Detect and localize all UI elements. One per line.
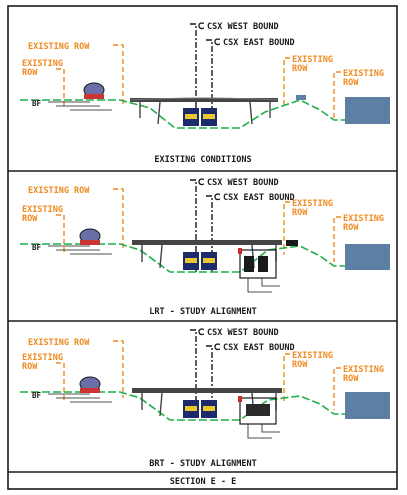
existing-row-label-left-bottom: ROW [22, 362, 38, 372]
building [345, 392, 390, 419]
csx-west-label: CSX WEST BOUND [207, 328, 279, 338]
existing-row-leader-far-right [333, 71, 341, 118]
ground-code-label: BF [32, 243, 42, 252]
csx-trains [183, 252, 217, 270]
existing-row-leader-right [283, 353, 290, 404]
centerline-west-leader [190, 179, 197, 272]
ground-code-label: BF [32, 391, 42, 400]
panel-lrt-study-alignment: Ⅽ CSX WEST BOUND Ⅽ CSX EAST BOUND EXISTI… [8, 177, 397, 322]
existing-row-leader-left [56, 68, 65, 108]
existing-row-label-left-bottom: ROW [22, 214, 38, 224]
lrt-station [238, 240, 298, 293]
existing-row-label-left-bottom: ROW [22, 68, 38, 78]
road-vehicle [83, 82, 105, 99]
existing-row-label-right-top: EXISTING [292, 199, 333, 209]
existing-row-label: EXISTING ROW [28, 186, 90, 196]
existing-row-label-far-right-top: EXISTING [343, 214, 384, 224]
csx-east-label: CSX EAST BOUND [223, 343, 295, 353]
existing-row-leader-left [56, 362, 65, 400]
road-vehicle [79, 228, 101, 245]
bridge-structure [132, 240, 282, 269]
cl-symbol: Ⅽ [198, 21, 204, 32]
panel-caption: LRT - STUDY ALIGNMENT [149, 307, 256, 317]
existing-row-leader-far-right [333, 216, 341, 262]
ground-code-label: BF [32, 99, 42, 108]
existing-row-label-far-right-top: EXISTING [343, 69, 384, 79]
section-label: SECTION E - E [170, 477, 237, 487]
panel-caption: BRT - STUDY ALIGNMENT [149, 459, 256, 469]
existing-row-leader [113, 188, 124, 250]
existing-row-label-left-top: EXISTING [22, 205, 63, 215]
panel-existing-conditions: Ⅽ CSX WEST BOUND Ⅽ CSX EAST BOUND EXISTI… [8, 21, 397, 172]
csx-west-label: CSX WEST BOUND [207, 22, 279, 32]
panel-brt-study-alignment: Ⅽ CSX WEST BOUND Ⅽ CSX EAST BOUND EXISTI… [8, 327, 397, 473]
building [345, 244, 390, 270]
centerline-east-leader [206, 195, 213, 272]
centerline-west-leader [190, 23, 197, 126]
existing-row-label: EXISTING ROW [28, 338, 90, 348]
cl-symbol: Ⅽ [214, 37, 220, 48]
existing-row-label: EXISTING ROW [28, 42, 90, 52]
existing-row-label-right-top: EXISTING [292, 351, 333, 361]
existing-row-label-right-bottom: ROW [292, 360, 308, 370]
dimension-marks [48, 101, 112, 111]
csx-west-label: CSX WEST BOUND [207, 178, 279, 188]
existing-row-leader-right [283, 201, 290, 255]
cl-symbol: Ⅽ [214, 342, 220, 353]
building [345, 97, 390, 124]
existing-row-leader-right [283, 57, 290, 108]
existing-row-label-far-right-bottom: ROW [343, 78, 359, 88]
existing-row-label-right-top: EXISTING [292, 55, 333, 65]
existing-row-leader [113, 340, 124, 398]
dimension-marks [48, 393, 112, 403]
centerline-east-leader [206, 39, 213, 126]
cl-symbol: Ⅽ [198, 177, 204, 188]
bridge-structure [129, 97, 279, 125]
dimension-marks [48, 245, 112, 255]
panel-caption: EXISTING CONDITIONS [154, 155, 251, 165]
existing-row-leader-left [56, 214, 65, 252]
csx-trains [183, 108, 217, 126]
cl-symbol: Ⅽ [214, 192, 220, 203]
bridge-structure [132, 388, 282, 417]
csx-trains [183, 400, 217, 418]
existing-row-leader [113, 44, 124, 104]
existing-row-label-right-bottom: ROW [292, 64, 308, 74]
existing-row-label-left-top: EXISTING [22, 353, 63, 363]
existing-row-label-far-right-bottom: ROW [343, 374, 359, 384]
road-vehicle [79, 376, 101, 393]
existing-row-label-far-right-top: EXISTING [343, 365, 384, 375]
csx-east-label: CSX EAST BOUND [223, 193, 295, 203]
cl-symbol: Ⅽ [198, 327, 204, 338]
road-car [296, 95, 306, 100]
existing-row-leader-far-right [333, 367, 341, 410]
existing-row-label-left-top: EXISTING [22, 59, 63, 69]
existing-row-label-far-right-bottom: ROW [343, 223, 359, 233]
csx-east-label: CSX EAST BOUND [223, 38, 295, 48]
existing-row-label-right-bottom: ROW [292, 208, 308, 218]
brt-station [238, 396, 280, 439]
ground-line [20, 99, 345, 129]
centerline-east-leader [206, 345, 213, 420]
